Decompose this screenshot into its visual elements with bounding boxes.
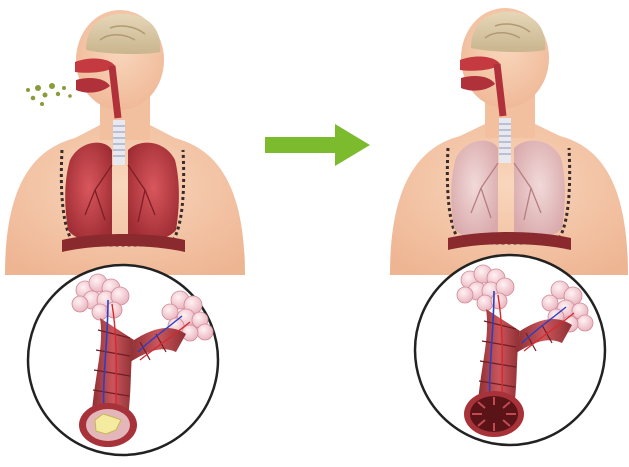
transition-arrow-icon (265, 124, 370, 166)
right-figure (390, 8, 628, 275)
right-trachea (499, 118, 511, 163)
left-bronchus-inset (28, 265, 218, 455)
inhaled-particles (26, 83, 72, 106)
left-figure (5, 10, 245, 275)
right-bronchus-inset (415, 255, 605, 445)
left-trachea (113, 120, 125, 165)
